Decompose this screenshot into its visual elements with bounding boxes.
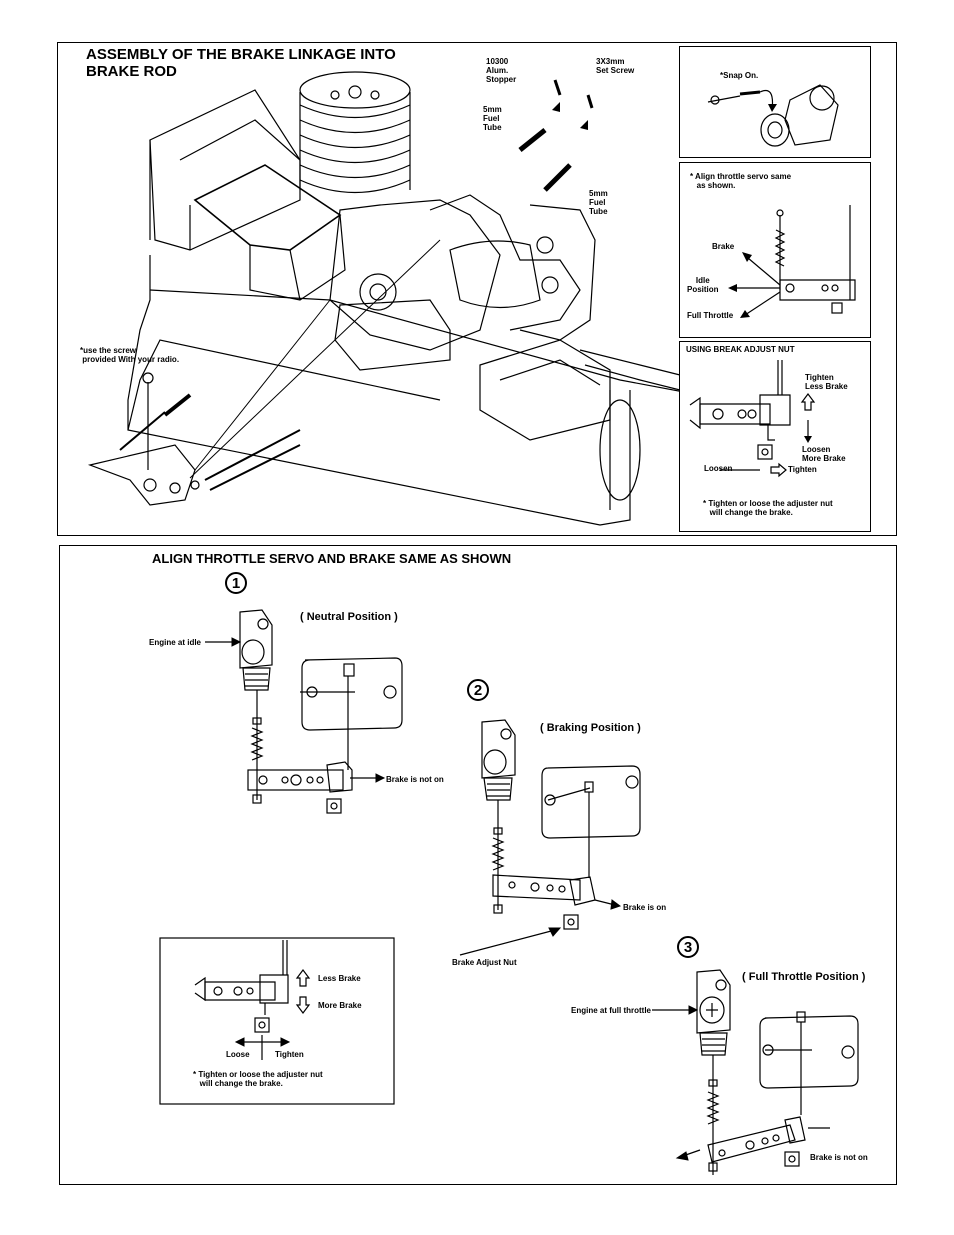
neutral-position-label: ( Neutral Position ) <box>300 611 398 623</box>
less-brake-label: Less Brake <box>318 974 361 983</box>
braking-position-label: ( Braking Position ) <box>540 722 641 734</box>
more-brake-label: More Brake <box>318 1001 362 1010</box>
inset-tighten-label: Tighten <box>275 1050 304 1059</box>
step-1-badge: 1 <box>225 572 247 594</box>
full-throttle-position-label: ( Full Throttle Position ) <box>742 971 866 983</box>
brake-not-on-label-3: Brake is not on <box>810 1153 868 1162</box>
brake-label: Brake <box>712 242 735 251</box>
loosen-label: Loosen <box>704 464 733 473</box>
adjust-nut-title: USING BREAK ADJUST NUT <box>686 345 795 354</box>
brake-is-on-label: Brake is on <box>623 903 667 912</box>
tighten-less-brake-label: Tighten Less Brake <box>805 373 848 391</box>
brake-not-on-label-1: Brake is not on <box>386 775 444 784</box>
fuel-tube-label-2: 5mm Fuel Tube <box>589 189 608 216</box>
inset-adjuster-note: * Tighten or loose the adjuster nut will… <box>193 1070 323 1088</box>
loosen-more-brake-label: Loosen More Brake <box>802 445 846 463</box>
engine-at-idle-label: Engine at idle <box>149 638 202 647</box>
brake-adjust-nut-label: Brake Adjust Nut <box>452 958 517 967</box>
snap-on-label: *Snap On. <box>720 71 759 80</box>
adjust-nut-note: * Tighten or loose the adjuster nut will… <box>703 499 833 517</box>
set-screw-label: 3X3mm Set Screw <box>596 57 635 75</box>
tighten-label: Tighten <box>788 465 817 474</box>
step-2-badge: 2 <box>467 679 489 701</box>
align-servo-panel <box>59 545 897 1185</box>
step-3-badge: 3 <box>677 936 699 958</box>
align-servo-title: ALIGN THROTTLE SERVO AND BRAKE SAME AS S… <box>152 551 512 566</box>
brake-adjust-panel <box>679 341 871 532</box>
full-throttle-label: Full Throttle <box>687 311 734 320</box>
screw-note-label: *use the screw provided With your radio. <box>80 346 180 364</box>
idle-position-label: Idle Position <box>687 276 719 294</box>
loose-label: Loose <box>226 1050 250 1059</box>
align-throttle-title: * Align throttle servo same as shown. <box>690 172 792 190</box>
stopper-label: 10300 Alum. Stopper <box>486 57 517 84</box>
assembly-title: ASSEMBLY OF THE BRAKE LINKAGE INTO BRAKE… <box>86 46 396 80</box>
fuel-tube-label-1: 5mm Fuel Tube <box>483 105 502 132</box>
align-throttle-panel <box>679 162 871 338</box>
engine-full-throttle-label: Engine at full throttle <box>571 1006 651 1015</box>
